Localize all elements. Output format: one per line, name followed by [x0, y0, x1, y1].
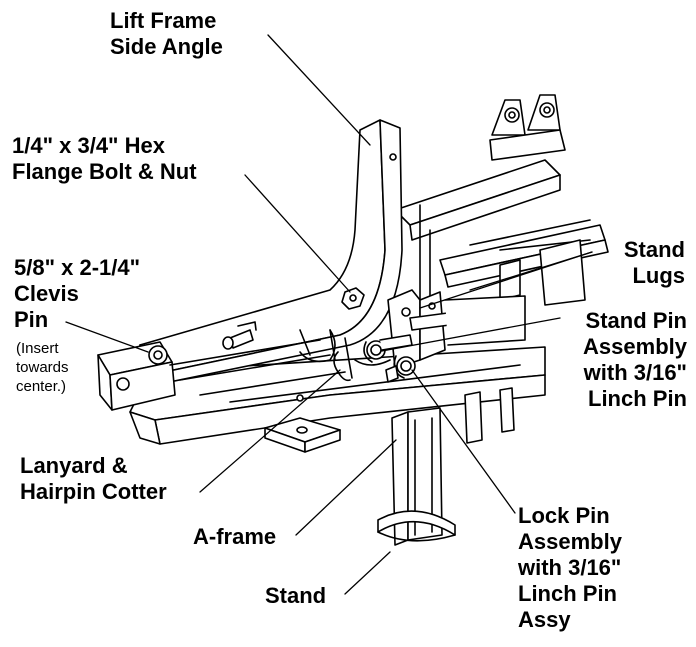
clevis-insert-note: (Insert towards center.): [16, 340, 69, 395]
lock-pin-label: Lock Pin Assembly with 3/16" Linch Pin A…: [518, 503, 622, 632]
top-brackets: [489, 94, 566, 161]
clevis-block: [97, 321, 257, 411]
clevis-pin-label: 5/8" x 2-1/4" Clevis Pin: [14, 255, 141, 332]
stand-pin-label: Stand Pin Assembly with 3/16" Linch Pin: [583, 308, 687, 411]
stand-pin-assembly: [363, 334, 413, 363]
lanyard-label: Lanyard & Hairpin Cotter: [20, 453, 167, 504]
lock-pin-assembly: [385, 355, 416, 383]
interior-bracing: [169, 329, 346, 396]
mounting-plate: [264, 417, 341, 453]
hex-bolt-label: 1/4" x 3/4" Hex Flange Bolt & Nut: [12, 133, 197, 184]
stand-post: [377, 407, 456, 546]
stand-label: Stand: [265, 583, 327, 608]
a-frame-label: A-frame: [193, 524, 277, 549]
right-posts: [464, 387, 515, 444]
hex-flange-bolt: [341, 287, 365, 310]
lift-frame-label: Lift Frame Side Angle: [110, 8, 223, 59]
leader-lines: [65, 34, 593, 595]
stand-lugs-label: Stand Lugs: [623, 237, 685, 288]
